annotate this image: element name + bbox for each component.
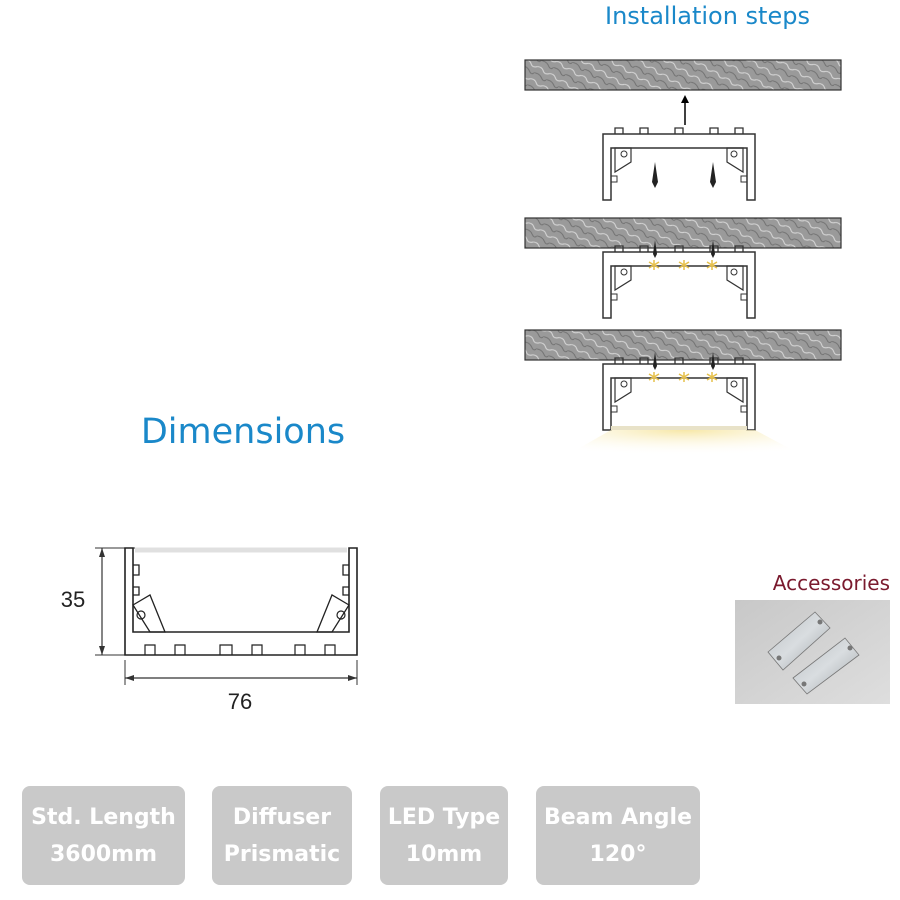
mounting-clip-right: [792, 637, 860, 695]
spec-value: 3600mm: [49, 841, 158, 867]
spec-name: Beam Angle: [543, 804, 693, 830]
ceiling-board-3: [524, 329, 842, 361]
installation-steps-title: Installation steps: [605, 2, 810, 30]
spec-badge-length: Std. Length 3600mm: [22, 786, 185, 885]
ceiling-board-2: [524, 217, 842, 249]
accessories-photo: [735, 600, 890, 704]
mounting-clip-left: [767, 611, 831, 671]
spec-value: 10mm: [405, 841, 483, 867]
width-label: 76: [228, 689, 252, 714]
light-glow: [555, 430, 815, 462]
spec-value: Prismatic: [223, 841, 341, 867]
accessories-label: Accessories: [772, 571, 890, 595]
spec-name: LED Type: [387, 804, 501, 830]
installation-steps-diagram: [524, 59, 842, 462]
spec-badge-led-type: LED Type 10mm: [380, 786, 508, 885]
ceiling-board-1: [524, 59, 842, 91]
spec-badge-beam-angle: Beam Angle 120°: [536, 786, 700, 885]
spec-value: 120°: [589, 841, 647, 867]
spec-badge-diffuser: Diffuser Prismatic: [212, 786, 352, 885]
profile-dimension-drawing: 35 76: [61, 547, 358, 714]
spec-name: Std. Length: [31, 804, 176, 830]
height-label: 35: [61, 587, 85, 612]
spec-name: Diffuser: [232, 804, 332, 830]
dimensions-title: Dimensions: [140, 412, 346, 452]
